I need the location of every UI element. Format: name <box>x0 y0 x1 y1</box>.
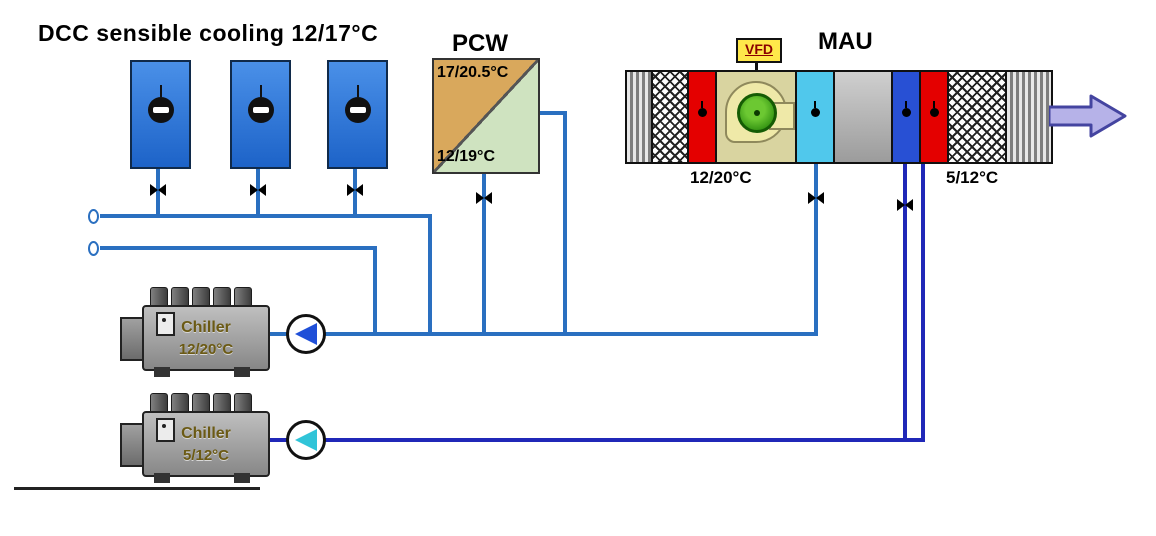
chiller-compressor-bank <box>150 393 252 415</box>
valve-icon <box>897 199 913 211</box>
chiller-foot <box>234 473 250 483</box>
mau-supply-temp: 12/20°C <box>690 168 752 187</box>
pipe-pcw-drop <box>482 170 486 336</box>
sensor-icon <box>811 101 820 117</box>
pipe-header1-riser <box>428 214 432 336</box>
chiller-control-panel <box>156 418 175 442</box>
valve-icon <box>250 184 266 196</box>
pcw-heat-exchanger: 17/20.5°C 12/19°C <box>432 58 540 174</box>
floor-line <box>14 487 260 490</box>
mau-coil-blue <box>893 72 921 162</box>
dcc-coil-3 <box>327 60 388 169</box>
chiller-foot <box>154 473 170 483</box>
mau-unit <box>625 70 1053 164</box>
pipe-port-icon <box>88 241 99 256</box>
mau-coil-red-2 <box>921 72 949 162</box>
pump-impeller <box>295 429 317 451</box>
dcc-coil-1 <box>130 60 191 169</box>
pipe-mau-blue-coil-drop-1 <box>903 160 907 442</box>
valve-icon <box>808 192 824 204</box>
pipe-chiller1-loop <box>258 332 818 336</box>
mau-coil-cyan <box>797 72 835 162</box>
chiller-control-panel <box>156 312 175 336</box>
mau-coil-red-1 <box>689 72 717 162</box>
chiller-temp: 5/12°C <box>182 447 230 464</box>
chiller-foot <box>234 367 250 377</box>
chiller-foot <box>154 367 170 377</box>
valve-icon <box>347 184 363 196</box>
pipe-pcw-side <box>536 111 565 115</box>
fan-icon <box>737 93 777 133</box>
mau-inlet-louver <box>627 72 653 162</box>
sensor-icon <box>698 101 707 117</box>
valve-icon <box>476 192 492 204</box>
mau-outlet-section <box>1007 72 1051 162</box>
chiller-name: Chiller <box>181 425 231 442</box>
valve-icon <box>150 184 166 196</box>
pcw-temp-bottom: 12/19°C <box>437 148 495 165</box>
mau-outlet-temp: 5/12°C <box>946 168 999 187</box>
pipe-mau-blue-coil-drop-2 <box>921 160 925 442</box>
sensor-icon <box>930 101 939 117</box>
pump-icon <box>286 420 326 460</box>
airflow-arrow-icon <box>1047 93 1129 144</box>
mau-fan-section <box>717 72 797 162</box>
chiller-body: Chiller 5/12°C <box>142 411 270 477</box>
pump-icon <box>286 314 326 354</box>
mau-label: MAU <box>818 28 873 55</box>
chiller-1: Chiller 12/20°C <box>120 287 270 383</box>
mau-filter-2 <box>949 72 1007 162</box>
chiller-temp: 12/20°C <box>178 341 234 358</box>
chiller-body: Chiller 12/20°C <box>142 305 270 371</box>
damper-blade <box>349 107 366 114</box>
chiller-2: Chiller 5/12°C <box>120 393 270 489</box>
dcc-title: DCC sensible cooling 12/17°C <box>38 20 379 46</box>
vfd-badge: VFD <box>736 38 782 63</box>
sensor-icon <box>902 101 911 117</box>
damper-icon <box>344 97 371 124</box>
pipe-mau-cyan-coil-drop <box>814 160 818 336</box>
pipe-chw-header-2 <box>100 246 377 250</box>
pipe-chw-header-1 <box>100 214 432 218</box>
mau-mid-section <box>835 72 893 162</box>
pipe-port-icon <box>88 209 99 224</box>
damper-icon <box>147 97 174 124</box>
pipe-header2-riser <box>373 246 377 336</box>
damper-icon <box>247 97 274 124</box>
pump-impeller <box>295 323 317 345</box>
dcc-coil-2 <box>230 60 291 169</box>
damper-blade <box>152 107 169 114</box>
mau-filter-1 <box>653 72 689 162</box>
damper-blade <box>252 107 269 114</box>
pcw-temp-top: 17/20.5°C <box>437 64 509 81</box>
chiller-name: Chiller <box>181 319 231 336</box>
pipe-chiller2-loop <box>258 438 925 442</box>
pipe-pcw-riser <box>563 111 567 336</box>
pcw-label: PCW <box>452 30 508 57</box>
